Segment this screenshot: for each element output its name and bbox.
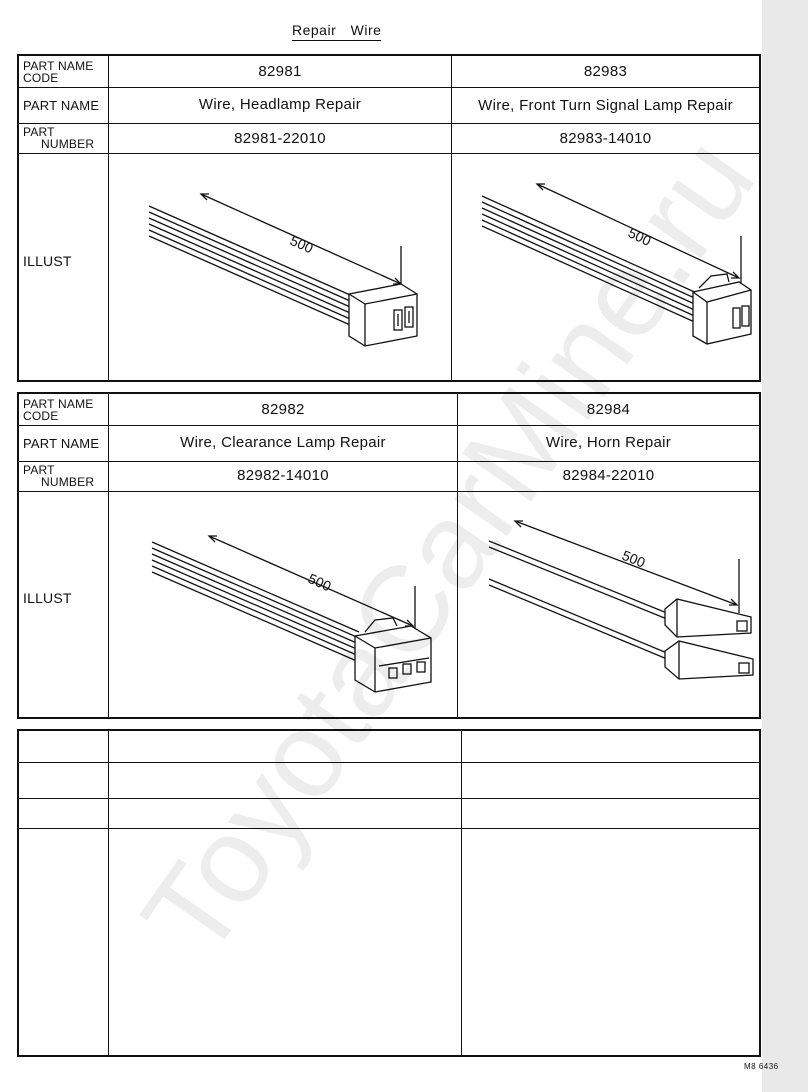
part-name: Wire, Clearance Lamp Repair bbox=[180, 434, 386, 451]
svg-text:500: 500 bbox=[288, 232, 316, 256]
svg-text:500: 500 bbox=[626, 224, 654, 249]
part-code: 82983 bbox=[583, 63, 628, 80]
part-number: 82983-14010 bbox=[559, 130, 652, 147]
part-code: 82984 bbox=[586, 401, 631, 418]
part-number: 82982-14010 bbox=[237, 467, 329, 484]
wire-harness-illustration: 500 bbox=[481, 183, 752, 345]
row-label-name: PART NAME bbox=[23, 98, 100, 113]
row-label-illust: ILLUST bbox=[23, 590, 72, 606]
svg-text:500: 500 bbox=[306, 570, 334, 594]
wire-harness-illustration: 500 bbox=[151, 535, 432, 693]
part-code: 82982 bbox=[261, 401, 305, 418]
part-number: 82984-22010 bbox=[562, 467, 655, 484]
svg-text:500: 500 bbox=[620, 547, 648, 571]
row-label-name: PART NAME bbox=[23, 436, 100, 451]
part-code: 82981 bbox=[258, 63, 302, 80]
wire-harness-illustration: 500 bbox=[488, 520, 754, 680]
row-label-illust: ILLUST bbox=[23, 253, 72, 269]
empty-parts-table bbox=[17, 729, 761, 1057]
part-number: 82981-22010 bbox=[234, 130, 326, 147]
part-name: Wire, Headlamp Repair bbox=[198, 96, 362, 113]
scan-edge-band bbox=[762, 0, 808, 1092]
wire-harness-illustration: 500 bbox=[148, 193, 418, 347]
part-name: Wire, Horn Repair bbox=[545, 434, 672, 451]
page-title: Repair Wire bbox=[292, 22, 382, 41]
part-name: Wire, Front Turn Signal Lamp Repair bbox=[478, 97, 733, 114]
footer-code: M8 6436 bbox=[744, 1062, 779, 1071]
